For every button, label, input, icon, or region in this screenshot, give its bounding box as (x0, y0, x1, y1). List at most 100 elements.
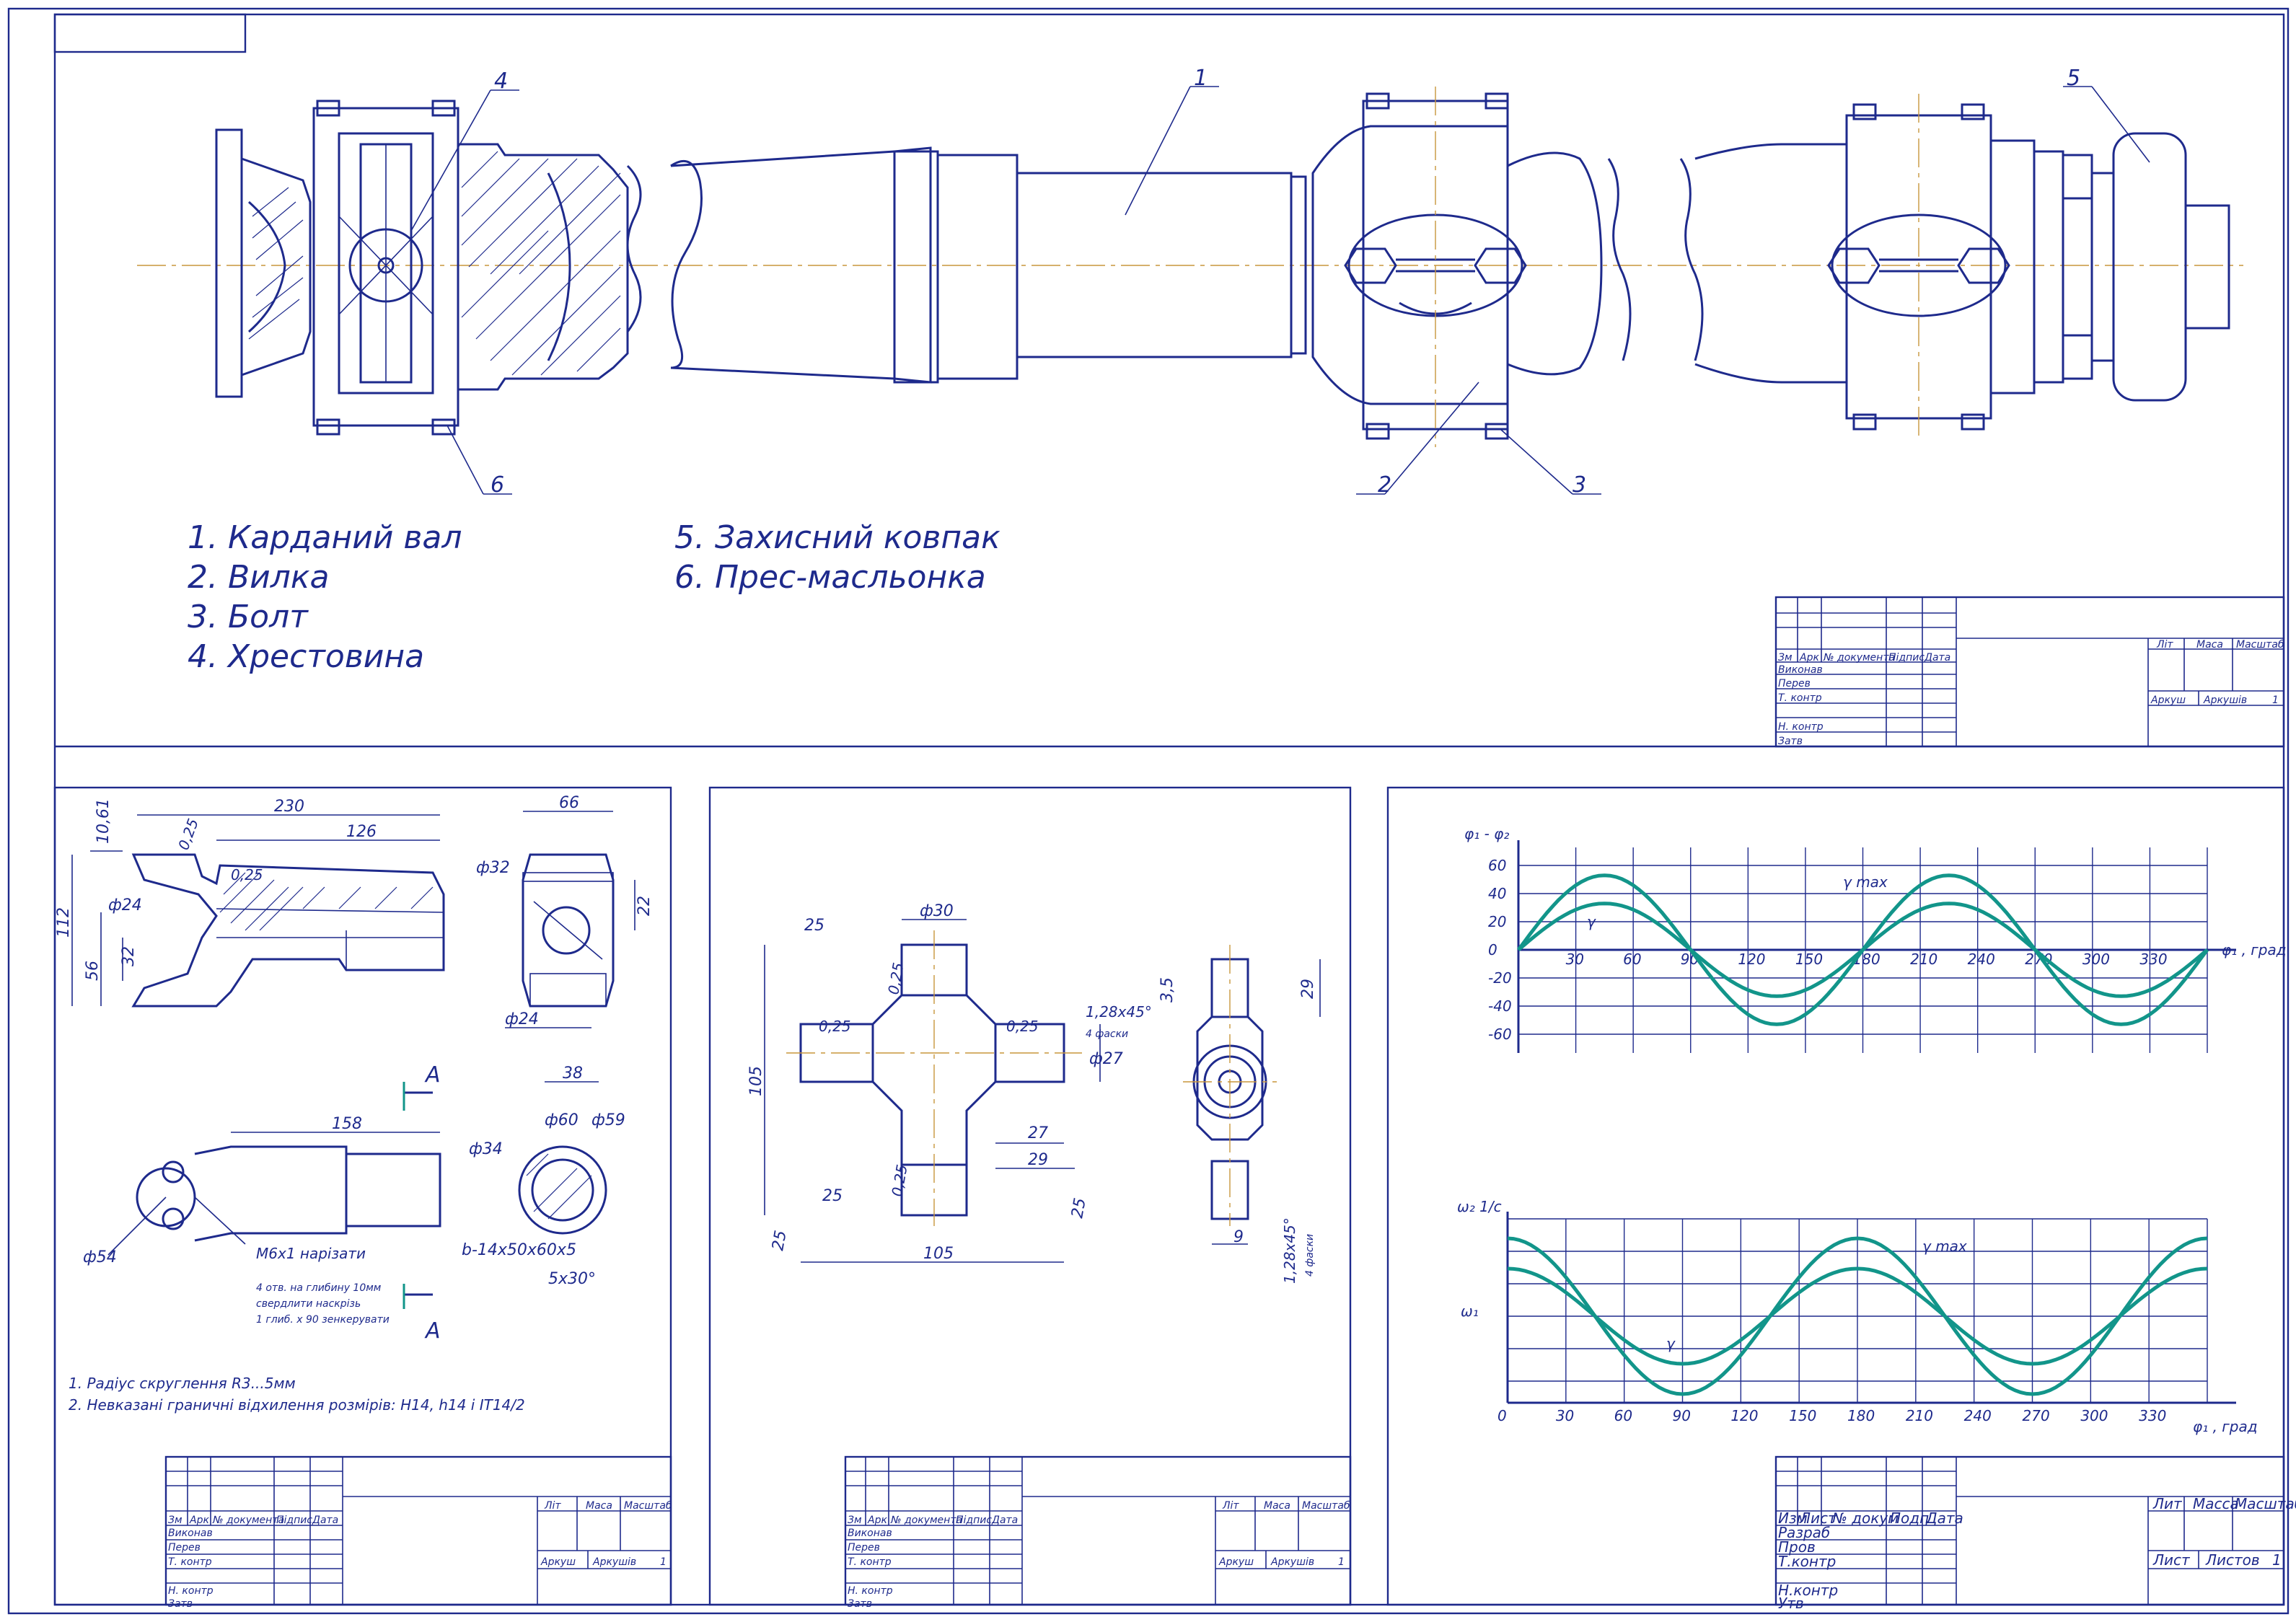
svg-text:Аркуш: Аркуш (2150, 695, 2186, 706)
svg-text:Дата: Дата (1924, 652, 1950, 664)
svg-text:Зм: Зм (848, 1515, 862, 1526)
svg-text:b-14x50x60x5: b-14x50x60x5 (462, 1241, 576, 1259)
svg-text:38: 38 (563, 1065, 583, 1083)
y-tick-label: 0 (1488, 941, 1497, 958)
svg-text:112: 112 (55, 907, 73, 938)
parts-legend: 1. Карданий вал 2. Вилка 3. Болт 4. Хрес… (188, 519, 1000, 675)
svg-text:1: 1 (2272, 1551, 2282, 1569)
panel-graphs (1386, 786, 2285, 1606)
svg-text:Изм: Изм (1778, 1509, 1808, 1527)
inner-border (53, 13, 2285, 1606)
svg-text:ф27: ф27 (1089, 1050, 1123, 1068)
svg-text:29: 29 (1028, 1151, 1048, 1169)
cross-drawing: ф30 25 0,25 0,25 0,25 0,25 1,28x45° 4 фа… (747, 902, 1321, 1284)
svg-text:Літ: Літ (544, 1500, 561, 1512)
x-tick-label: 240 (1964, 1407, 1992, 1424)
series-label-gamma: γ (1587, 913, 1596, 930)
svg-text:ф24: ф24 (505, 1010, 539, 1028)
svg-text:ф59: ф59 (591, 1111, 625, 1129)
x-tick-label: 60 (1623, 951, 1641, 968)
corner-stamp (53, 13, 247, 53)
svg-text:0,25: 0,25 (175, 816, 202, 852)
svg-text:ф30: ф30 (920, 902, 954, 920)
x-tick-label: 300 (2082, 951, 2110, 968)
legend-item-1: 1. Карданий вал (188, 519, 462, 556)
svg-text:0,25: 0,25 (231, 866, 263, 883)
x-tick-label: 90 (1673, 1407, 1691, 1424)
svg-text:свердлити наскрізь: свердлити наскрізь (256, 1298, 361, 1310)
svg-text:Подп: Подп (1890, 1509, 1929, 1527)
callout-numbers: 1 2 3 4 5 6 (491, 66, 2080, 498)
svg-text:Затв: Затв (168, 1598, 193, 1610)
svg-text:Перев: Перев (168, 1542, 201, 1553)
svg-text:Підпис: Підпис (956, 1515, 992, 1526)
svg-text:№ документа: № документа (890, 1515, 962, 1526)
svg-text:№ документа: № документа (1823, 652, 1895, 664)
svg-text:Літ: Літ (1222, 1500, 1239, 1512)
svg-text:105: 105 (923, 1245, 954, 1263)
svg-text:1: 1 (2272, 695, 2279, 706)
svg-text:ф34: ф34 (469, 1140, 503, 1158)
legend-item-5: 5. Захисний ковпак (674, 519, 1000, 556)
x-tick-label: 270 (2023, 1407, 2050, 1424)
svg-text:Маса: Маса (586, 1500, 612, 1512)
y-tick-label: -40 (1488, 997, 1512, 1015)
svg-text:Аркушів: Аркушів (2203, 695, 2247, 706)
x-tick-label: 30 (1556, 1407, 1574, 1424)
svg-text:Лист: Лист (2152, 1551, 2191, 1569)
svg-text:0,25: 0,25 (1006, 1018, 1039, 1035)
svg-text:Зм: Зм (1778, 652, 1793, 664)
svg-text:ф60: ф60 (545, 1111, 579, 1129)
callout-5: 5 (2067, 66, 2080, 91)
svg-text:Затв: Затв (1778, 736, 1803, 747)
x-tick-label: 210 (1906, 1407, 1933, 1424)
svg-text:0,25: 0,25 (884, 961, 907, 996)
svg-text:5x30°: 5x30° (548, 1270, 596, 1288)
svg-text:Дата: Дата (991, 1515, 1018, 1526)
note-1: 1. Радіус скруглення R3...5мм (69, 1375, 296, 1392)
svg-text:Виконав: Виконав (1778, 664, 1823, 676)
svg-text:Т. контр: Т. контр (168, 1556, 212, 1568)
svg-text:25: 25 (822, 1187, 843, 1205)
x-tick-label: 330 (2139, 1407, 2166, 1424)
x-tick-label: 180 (1847, 1407, 1875, 1424)
svg-text:Маса: Маса (2196, 639, 2223, 651)
svg-text:Перев: Перев (848, 1542, 880, 1553)
svg-text:Масштаб: Масштаб (2235, 1495, 2296, 1512)
svg-text:A: A (424, 1062, 441, 1088)
svg-text:Аркуш: Аркуш (540, 1556, 576, 1568)
series-label-gamma-max: γ max (1922, 1238, 1967, 1255)
x-axis-label: φ₁ , град (2193, 1418, 2258, 1435)
x-tick-label: 120 (1738, 951, 1765, 968)
svg-text:Дата: Дата (1925, 1509, 1963, 1527)
svg-text:Арк: Арк (1799, 652, 1819, 664)
svg-text:1 глиб. х 90 зенкерувати: 1 глиб. х 90 зенкерувати (256, 1314, 390, 1326)
svg-text:9: 9 (1233, 1228, 1244, 1246)
x-tick-label: 120 (1730, 1407, 1758, 1424)
svg-text:56: 56 (84, 961, 102, 981)
svg-text:Підпис: Підпис (1888, 652, 1925, 664)
svg-text:ф24: ф24 (108, 896, 142, 914)
svg-text:Н.контр: Н.контр (1778, 1582, 1838, 1599)
svg-text:Пров: Пров (1778, 1538, 1816, 1556)
svg-text:3,5: 3,5 (1158, 977, 1176, 1002)
x-tick-label: 240 (1968, 951, 1995, 968)
svg-text:Утв: Утв (1778, 1595, 1804, 1612)
svg-text:4 отв. на глибину 10мм: 4 отв. на глибину 10мм (256, 1282, 382, 1294)
x-tick-label: 300 (2080, 1407, 2108, 1424)
svg-text:Арк: Арк (189, 1515, 209, 1526)
svg-text:Аркуш: Аркуш (1218, 1556, 1254, 1568)
svg-text:Масштаб: Масштаб (2236, 639, 2284, 651)
outer-border (7, 7, 2290, 1615)
legend-item-3: 3. Болт (188, 599, 309, 635)
svg-text:32: 32 (120, 946, 138, 966)
callout-3: 3 (1573, 472, 1586, 498)
x-tick-label: 330 (2139, 951, 2167, 968)
svg-text:Зм: Зм (168, 1515, 182, 1526)
note-2: 2. Невказані граничні відхилення розмірі… (69, 1396, 525, 1414)
svg-text:Разраб: Разраб (1778, 1524, 1830, 1541)
y-tick-label: -20 (1488, 969, 1512, 987)
callout-2: 2 (1378, 472, 1391, 498)
